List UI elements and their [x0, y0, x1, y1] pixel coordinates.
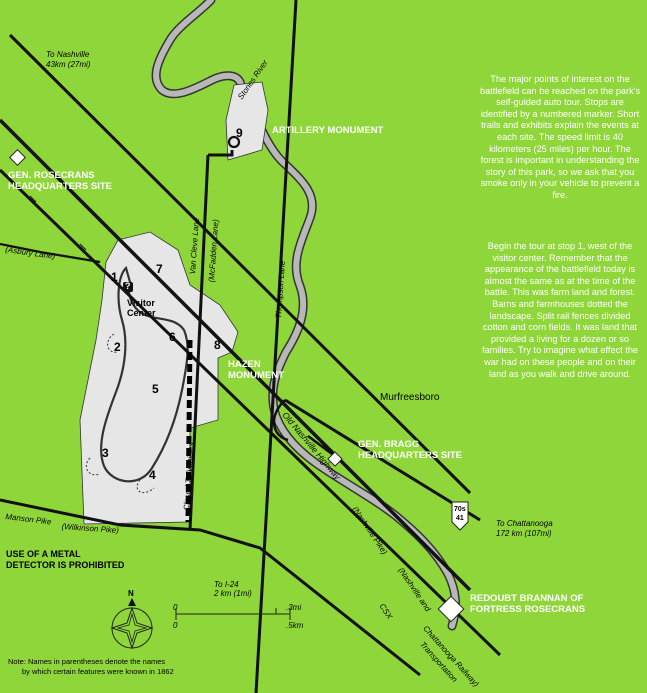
note-line-1: Note: Names in parentheses denote the na… — [8, 657, 166, 666]
us-highway-shield-icon — [451, 501, 469, 531]
to-nashville-label: To Nashville — [46, 50, 90, 59]
rosecrans-hq-marker — [9, 149, 26, 166]
compass-rose-icon — [110, 598, 154, 650]
us-highway-shield-bottom: 41 — [456, 515, 464, 522]
hazen-monument-label-1: HAZEN — [228, 359, 261, 370]
metal-detector-warning-2: DETECTOR IS PROHIBITED — [6, 560, 125, 570]
redoubt-brannan-label-1: REDOUBT BRANNAN OF — [470, 593, 584, 604]
rosecrans-hq-label-1: GEN. ROSECRANS — [8, 170, 95, 181]
bragg-hq-label-1: GEN. BRAGG — [358, 439, 420, 450]
scale-km-label: .5km — [286, 621, 304, 630]
closed-road-dashed — [185, 339, 193, 523]
stop-4-marker[interactable]: 4 — [149, 468, 156, 482]
stop-1-marker[interactable]: 1 — [111, 270, 118, 284]
note-line-2: by which certain features were known in … — [22, 667, 174, 676]
metal-detector-warning-1: USE OF A METAL — [6, 549, 81, 559]
bragg-hq-label-2: HEADQUARTERS SITE — [358, 450, 462, 461]
hazen-monument-label-2: MONUMENT — [228, 370, 284, 381]
info-paragraph-1: The major points of interest on the batt… — [479, 74, 641, 200]
bragg-hq-marker — [327, 451, 343, 467]
stop-7-marker[interactable]: 7 — [156, 262, 163, 276]
compass-north-label: N — [128, 589, 134, 598]
info-paragraph-2: Begin the tour at stop 1, west of the vi… — [481, 241, 639, 379]
road-network — [0, 0, 502, 693]
stop-9-marker[interactable]: 9 — [236, 126, 243, 140]
visitor-center-label-1: Visitor — [127, 298, 155, 308]
us-highway-shield-top: 70s — [454, 506, 466, 513]
stop-3-marker[interactable]: 3 — [102, 446, 109, 460]
tour-loop-road — [100, 265, 189, 483]
to-i24-distance: 2 km (1mi) — [214, 589, 252, 598]
redoubt-brannan-label-2: FORTRESS ROSECRANS — [470, 604, 586, 615]
to-nashville-distance: 43km (27mi) — [46, 60, 91, 69]
scale-zero-km: 0 — [173, 621, 178, 630]
stop-6-marker[interactable]: 6 — [169, 330, 176, 344]
to-chattanooga-label: To Chattanooga — [496, 519, 553, 528]
railroad-ties — [29, 195, 87, 251]
redoubt-marker — [437, 595, 465, 623]
murfreesboro-label: Murfreesboro — [380, 392, 440, 403]
scale-zero-mi: 0 — [173, 603, 178, 612]
artillery-park-area — [225, 81, 269, 161]
stop-8-marker[interactable]: 8 — [214, 338, 221, 352]
stop-2-marker[interactable]: 2 — [114, 340, 121, 354]
artillery-monument-label: ARTILLERY MONUMENT — [272, 125, 384, 136]
walking-trails — [85, 333, 155, 493]
stop-5-marker[interactable]: 5 — [152, 382, 159, 396]
visitor-center-label-2: Center — [127, 308, 156, 318]
scale-bar — [175, 608, 291, 620]
to-chattanooga-distance: 172 km (107mi) — [496, 529, 552, 538]
rosecrans-hq-label-2: HEADQUARTERS SITE — [8, 181, 112, 192]
scale-mi-label: .3mi — [286, 603, 302, 612]
stop-9-loop — [227, 135, 241, 149]
visitor-center-icon[interactable]: ? — [123, 281, 133, 292]
to-i24-label: To I-24 — [214, 580, 239, 589]
